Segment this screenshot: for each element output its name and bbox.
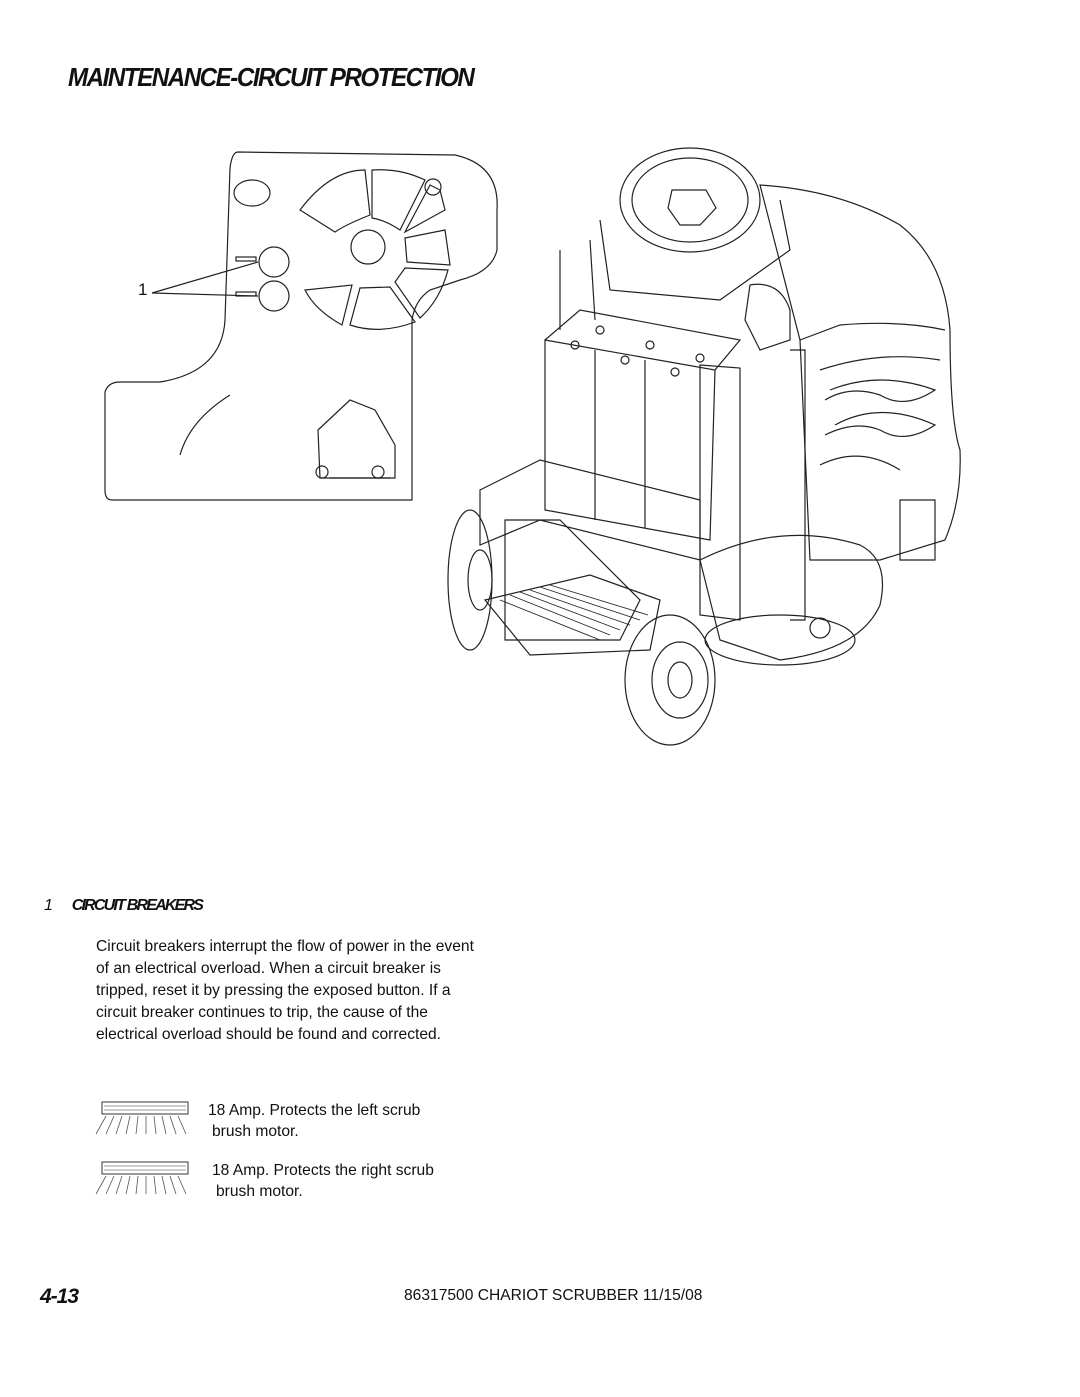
machine-hood xyxy=(759,184,961,561)
breaker-legend-right: 18 Amp. Protects the right scrub brush m… xyxy=(92,1160,512,1216)
breaker-legend-left: 18 Amp. Protects the left scrub brush mo… xyxy=(92,1100,512,1156)
small-brush-glyphs xyxy=(235,256,257,297)
machine-side-panel xyxy=(799,322,946,341)
foot-platform xyxy=(483,574,661,656)
section-heading: 1 CIRCUIT BREAKERS xyxy=(44,897,204,915)
control-dial xyxy=(350,229,386,265)
decal-slot xyxy=(233,179,271,207)
control-decal-outline xyxy=(104,151,498,501)
breaker-legend-right-text: 18 Amp. Protects the right scrub brush m… xyxy=(212,1162,434,1200)
battery-compartment xyxy=(544,339,716,541)
scrub-deck xyxy=(699,534,884,661)
front-wheel xyxy=(447,509,493,651)
page-number: 4-13 xyxy=(40,1285,79,1308)
section-title: CIRCUIT BREAKERS xyxy=(71,897,204,914)
machine-frame xyxy=(479,459,701,561)
right-breaker-button xyxy=(258,280,290,312)
rear-wheel xyxy=(624,614,716,746)
right-scrub-brush-icon xyxy=(95,1161,189,1195)
machine-illustration xyxy=(104,147,961,746)
document-footer: 86317500 CHARIOT SCRUBBER 11/15/08 xyxy=(404,1287,703,1304)
breaker-legend-left-text: 18 Amp. Protects the left scrub brush mo… xyxy=(208,1102,421,1140)
battery-posts xyxy=(570,325,705,377)
figure-callout-1: 1 xyxy=(138,280,148,299)
section-number: 1 xyxy=(44,897,53,914)
left-breaker-button xyxy=(258,246,290,278)
left-scrub-brush-icon xyxy=(95,1101,189,1135)
steering-wheel xyxy=(619,147,761,253)
circuit-breaker-description: Circuit breakers interrupt the flow of p… xyxy=(96,938,474,1043)
page-title: MAINTENANCE-CIRCUIT PROTECTION xyxy=(68,62,475,92)
